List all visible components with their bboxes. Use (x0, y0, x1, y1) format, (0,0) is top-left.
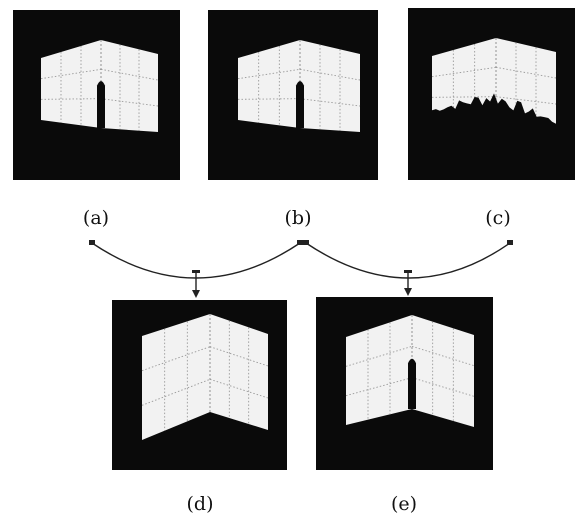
target-object (408, 358, 416, 409)
label-a: (a) (82, 207, 110, 229)
panel-a (13, 10, 180, 180)
right-wall (496, 38, 556, 130)
right-wall (101, 40, 158, 132)
connector-arc-bc (305, 242, 511, 279)
left-wall (142, 314, 210, 440)
left-wall (346, 315, 412, 425)
arrow-tick-e (404, 270, 412, 273)
right-wall (412, 315, 474, 427)
arrow-tick-d (192, 270, 200, 273)
image-a (13, 10, 180, 180)
grid-lines (141, 320, 269, 431)
label-b: (b) (284, 207, 312, 229)
right-wall (300, 40, 360, 132)
target-object (97, 81, 105, 128)
left-wall (238, 40, 300, 128)
image-e (316, 297, 493, 470)
panel-b (208, 10, 378, 180)
image-d (112, 300, 287, 470)
panel-d (112, 300, 287, 470)
arc-endpoint-a (89, 240, 95, 245)
panel-e (316, 297, 493, 470)
label-e: (e) (390, 493, 418, 515)
grid-lines (40, 44, 159, 131)
grid-lines (345, 321, 475, 421)
panel-c (408, 8, 575, 180)
arc-endpoint-b-right (303, 240, 309, 245)
image-b (208, 10, 378, 180)
label-c: (c) (485, 207, 511, 229)
arc-endpoint-b-left (297, 240, 303, 245)
clutter-region (432, 93, 556, 140)
arc-endpoint-c (507, 240, 513, 245)
label-d: (d) (186, 493, 214, 515)
grid-lines (237, 44, 361, 131)
arrowhead-e (404, 288, 412, 296)
arrowhead-d (192, 290, 200, 298)
right-wall (210, 314, 268, 430)
target-object (296, 81, 304, 128)
image-c (408, 8, 575, 180)
left-wall (41, 40, 101, 128)
